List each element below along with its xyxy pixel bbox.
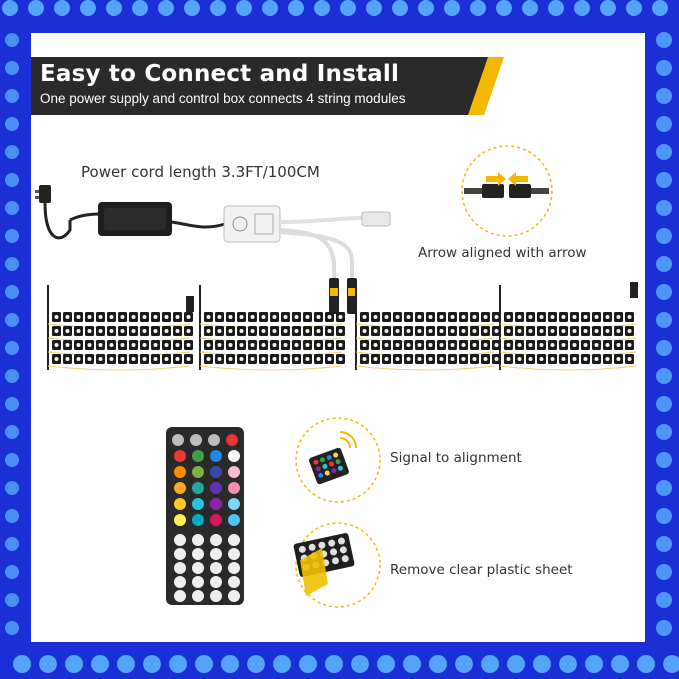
power-plug-icon [35, 185, 51, 203]
led-string-modules [47, 282, 638, 371]
banner-title: Easy to Connect and Install [40, 61, 400, 87]
plastic-sheet-detail [293, 522, 381, 608]
arrow-aligned-label: Arrow aligned with arrow [418, 245, 587, 261]
signal-detail [295, 417, 381, 503]
banner-subtitle: One power supply and control box connect… [40, 91, 406, 106]
power-cord-label: Power cord length 3.3FT/100CM [81, 163, 320, 181]
connector-detail [461, 145, 553, 237]
remove-sheet-label: Remove clear plastic sheet [390, 562, 573, 578]
connector-arrow-icon [486, 172, 528, 186]
power-adapter-icon [98, 202, 172, 236]
remote-control [166, 427, 244, 605]
signal-label: Signal to alignment [390, 450, 522, 466]
control-box-icon [223, 205, 281, 243]
ir-signal-icon [339, 431, 357, 449]
